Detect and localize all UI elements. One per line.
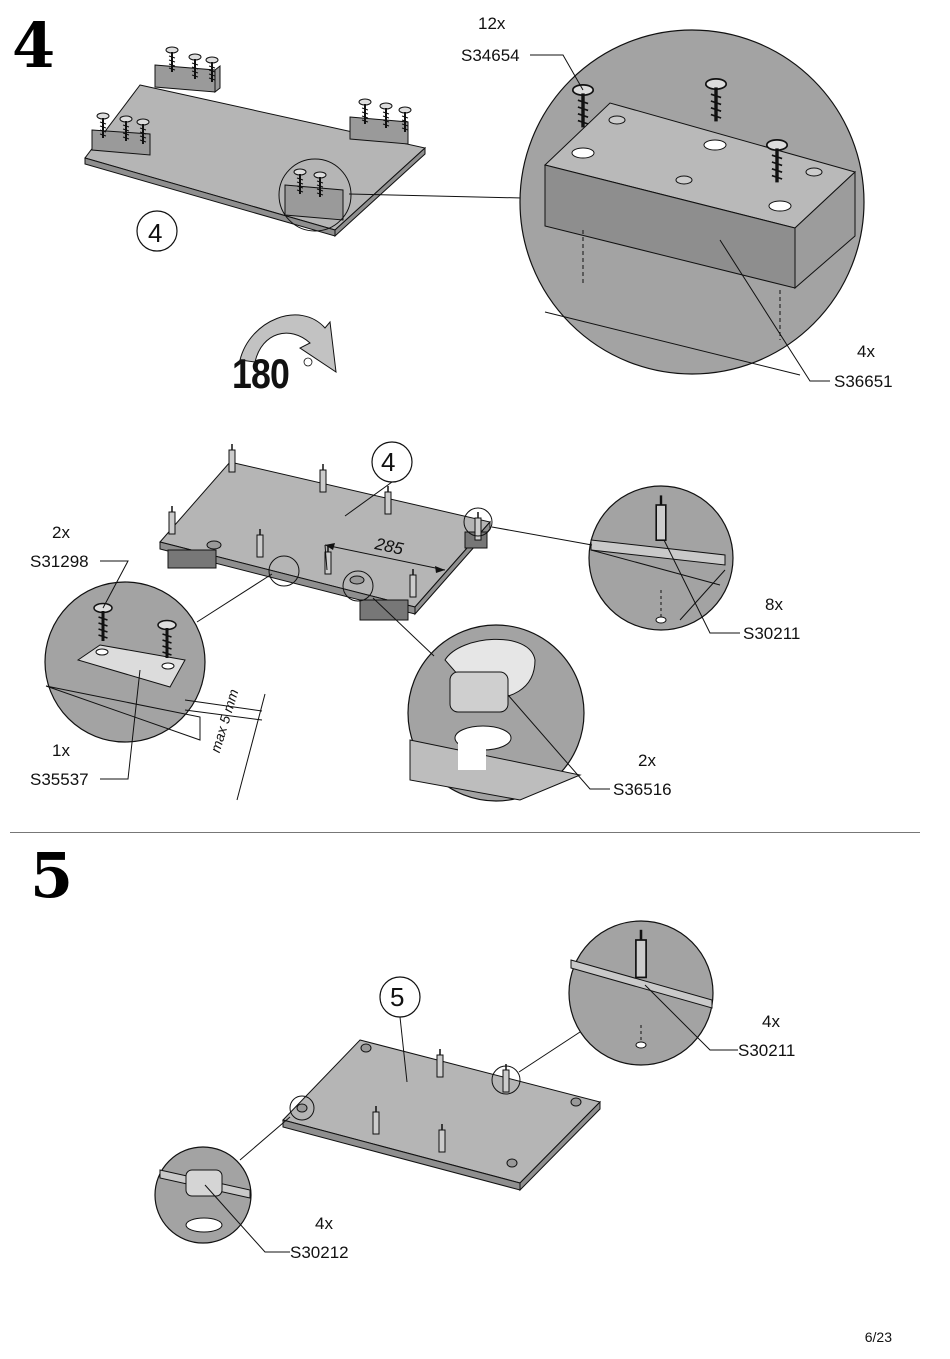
step5-dowel-code: S30211 — [738, 1041, 796, 1060]
step4-foot-zoom — [519, 29, 865, 376]
foot-qty: 4x — [857, 342, 875, 361]
panel-id-4: 4 — [148, 218, 163, 248]
cam-zoom — [372, 597, 585, 802]
step4-upper-leaders — [530, 54, 830, 382]
rotation-label: 180 — [232, 350, 290, 397]
step5-panel-drawing — [282, 1039, 601, 1192]
panel-id-5: 5 — [390, 982, 405, 1012]
step5-cam-zoom — [154, 1116, 291, 1244]
plate-code: S35537 — [30, 770, 89, 789]
step-number-4: 4 — [12, 9, 56, 82]
step5-dowel-zoom — [518, 920, 714, 1073]
step5-cam-code: S30212 — [290, 1243, 349, 1262]
step4-panel-drawing — [84, 46, 523, 238]
rotate-arrow-icon — [239, 314, 337, 374]
hinge-screw-code: S31298 — [30, 552, 89, 571]
step-number-5: 5 — [30, 839, 74, 912]
foot-code: S36651 — [834, 372, 893, 391]
screw-qty: 12x — [478, 14, 506, 33]
dowel-code: S30211 — [743, 624, 801, 643]
dowel-zoom — [491, 485, 734, 631]
cam-code: S36516 — [613, 780, 672, 799]
plate-qty: 1x — [52, 741, 70, 760]
step5-leaders — [204, 984, 738, 1253]
step5-dowel-qty: 4x — [762, 1012, 780, 1031]
dowel-qty: 8x — [765, 595, 783, 614]
plate-zoom — [44, 573, 273, 801]
page-number: 6/23 — [864, 1329, 892, 1345]
cam-qty: 2x — [638, 751, 656, 770]
screw-code: S34654 — [461, 46, 520, 65]
step4-flipped-panel-drawing — [159, 443, 493, 621]
step5-cam-qty: 4x — [315, 1214, 333, 1233]
step4-lower-leaders — [100, 539, 740, 790]
section-divider — [10, 832, 920, 833]
step4-panel-id-circle — [136, 210, 178, 252]
panel-id-4-lower: 4 — [381, 447, 396, 477]
hinge-screw-qty: 2x — [52, 523, 70, 542]
